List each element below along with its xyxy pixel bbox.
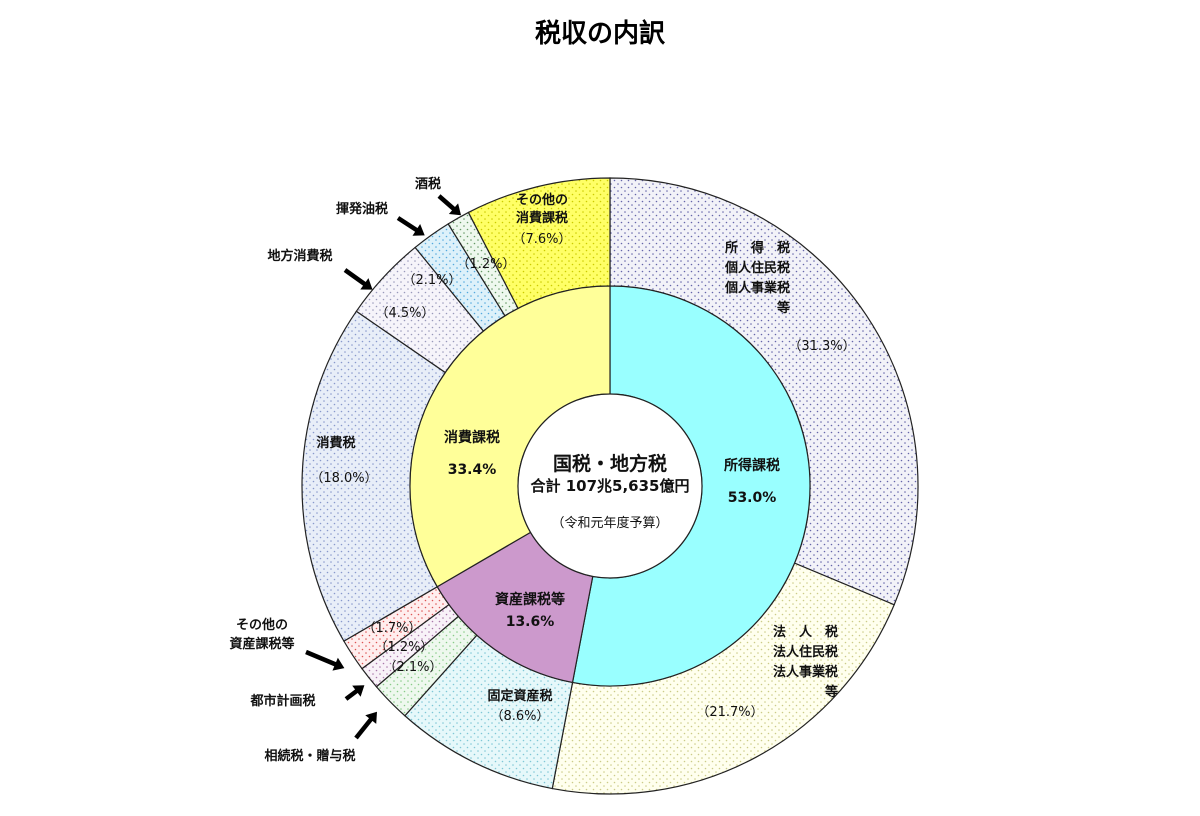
arrow-shaft-1 (344, 688, 360, 701)
arrow-head-5 (448, 203, 462, 216)
arrow-shaft-4 (396, 216, 420, 233)
outer-label-value-5: （1.7%） (362, 621, 421, 636)
arrow-head-1 (352, 685, 365, 697)
outer-ring (301, 177, 919, 795)
center-hole (517, 393, 703, 579)
center-total: 合計 107兆5,635億円 (530, 477, 690, 495)
arrow-shaft-0 (305, 649, 338, 668)
outer-label-name-10: その他の (516, 192, 568, 208)
inner-label-value-2: 33.4% (448, 462, 497, 478)
outer-label-name-1: 等 (824, 684, 838, 700)
outer-label-value-7: （4.5%） (375, 306, 434, 321)
arrow-head-4 (412, 224, 425, 236)
chart-title: 税収の内訳 (535, 18, 666, 49)
outer-label-name-7: 地方消費税 (267, 248, 332, 264)
inner-label-name-2: 消費課税 (444, 429, 500, 446)
outer-label-name-8: 揮発油税 (336, 201, 388, 217)
outer-label-value-2: （8.6%） (490, 709, 549, 724)
outer-label-name-5: 資産課税等 (229, 636, 294, 652)
outer-label-value-1: （21.7%） (696, 705, 763, 720)
inner-ring: 所得課税 53.0% 資産課税等 13.6% 消費課税 33.4% (409, 285, 811, 687)
callout-arrows (305, 194, 462, 740)
outer-label-name-10: 消費課税 (516, 210, 568, 226)
arrow-shaft-5 (437, 194, 457, 212)
outer-label-value-9: （1.2%） (456, 257, 515, 272)
arrow-head-0 (332, 657, 345, 671)
outer-label-value-8: （2.1%） (402, 273, 461, 288)
outer-label-name-0: 所 得 税 (725, 240, 790, 256)
outer-label-name-1: 法 人 税 (773, 624, 838, 640)
outer-label-value-0: （31.3%） (788, 339, 855, 354)
center-note: （令和元年度予算） (551, 515, 668, 531)
outer-label-value-3: （2.1%） (383, 660, 442, 675)
outer-label-value-4: （1.2%） (374, 640, 433, 655)
outer-label-name-3: 相続税・贈与税 (264, 748, 355, 764)
inner-label-name-0: 所得課税 (724, 457, 780, 474)
center-title: 国税・地方税 (553, 452, 667, 475)
arrow-shaft-3 (343, 268, 368, 287)
arrow-head-3 (360, 278, 373, 290)
outer-label-name-4: 都市計画税 (249, 693, 315, 709)
outer-label-name-5: その他の (236, 617, 288, 633)
outer-label-name-0: 等 (776, 300, 790, 316)
outer-label-name-2: 固定資産税 (487, 688, 552, 704)
outer-label-name-0: 個人住民税 (724, 260, 790, 276)
outer-label-name-1: 法人事業税 (773, 664, 838, 680)
outer-label-name-0: 個人事業税 (724, 280, 790, 296)
outer-label-value-6: （18.0%） (310, 471, 377, 486)
outer-label-name-1: 法人住民税 (773, 644, 838, 660)
inner-label-value-1: 13.6% (506, 614, 555, 630)
outer-label-value-10: （7.6%） (512, 232, 571, 247)
outer-label-name-6: 消費税 (316, 435, 355, 451)
outer-label-name-9: 酒税 (415, 176, 441, 192)
inner-label-value-0: 53.0% (728, 490, 777, 506)
arrow-shaft-2 (354, 716, 374, 740)
arrow-head-2 (365, 711, 377, 724)
inner-label-name-1: 資産課税等 (495, 591, 565, 608)
